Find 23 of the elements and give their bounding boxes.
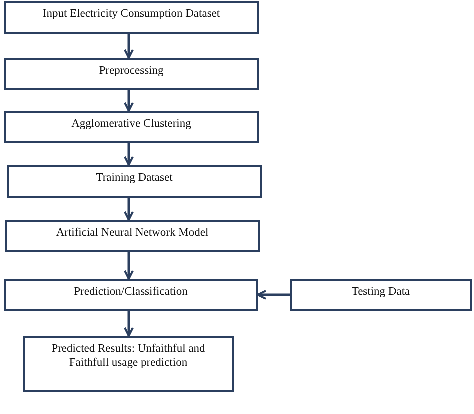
process-box [4, 111, 259, 143]
box-label: Prediction/Classification [73, 286, 189, 300]
process-box [4, 1, 259, 34]
process-box [7, 165, 262, 198]
arrow [124, 311, 134, 337]
arrow [124, 143, 134, 166]
box-label: Testing Data [350, 286, 412, 300]
process-box [5, 220, 260, 252]
arrow [124, 34, 134, 59]
arrow [124, 252, 134, 280]
box-label: Predicted Results: Unfaithful and Faithfull usage prediction [50, 343, 206, 371]
box-label: Artificial Neural Network Model [55, 227, 210, 241]
process-box [23, 336, 234, 392]
arrow [124, 90, 134, 112]
arrow [257, 290, 290, 300]
arrow [124, 198, 134, 221]
box-label: Training Dataset [95, 172, 174, 186]
box-label: Agglomerative Clustering [70, 118, 192, 132]
box-label: Input Electricity Consumption Dataset [42, 8, 222, 22]
box-label: Preprocessing [98, 65, 165, 79]
process-box [4, 58, 259, 90]
process-box [4, 279, 258, 311]
process-box [290, 279, 472, 311]
